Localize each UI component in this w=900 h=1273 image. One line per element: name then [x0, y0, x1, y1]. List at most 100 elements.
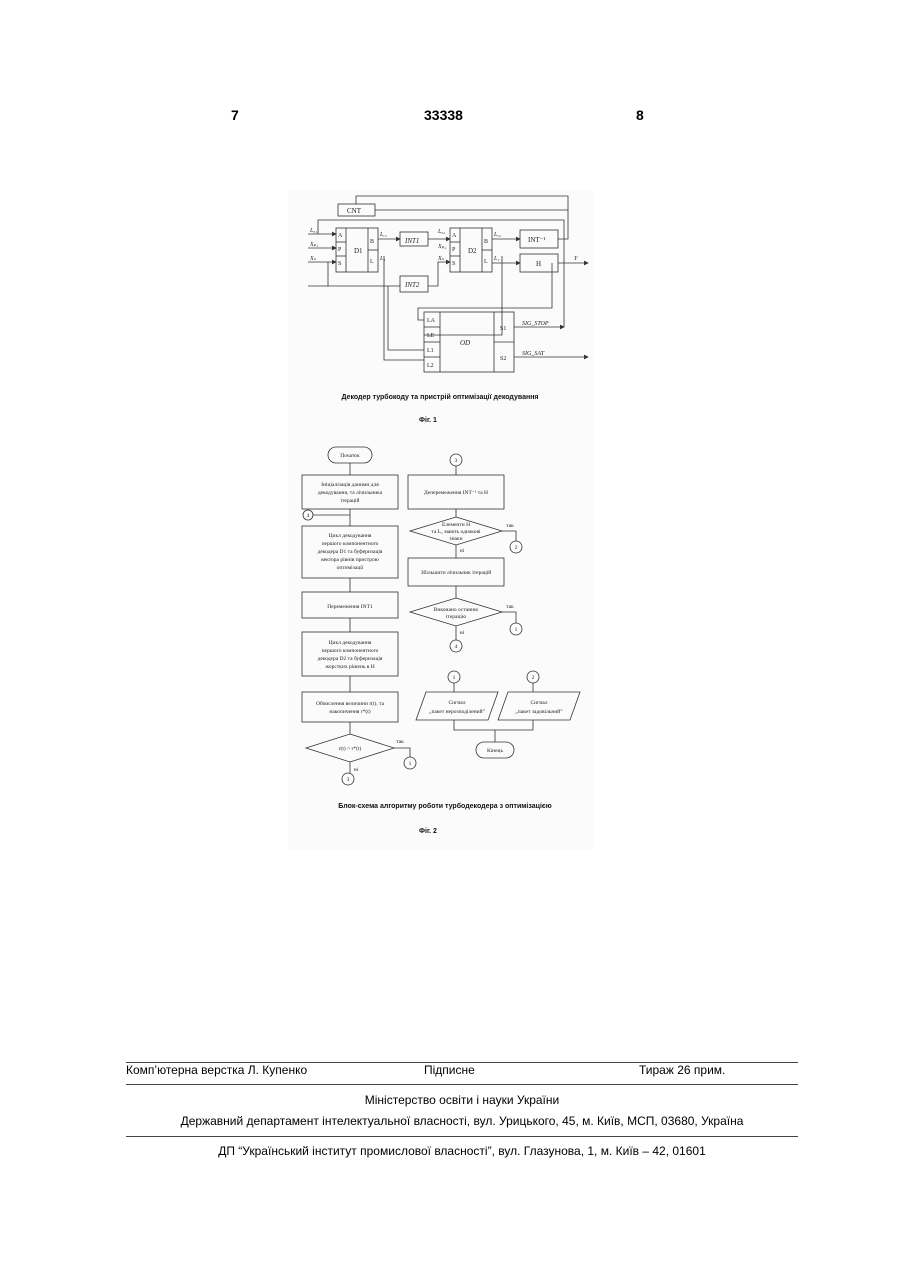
fc-decode1-line5: оптимізації [337, 565, 364, 571]
fc-decision2-line1: Елементи H [442, 522, 470, 528]
fc-decode2-line4: жорстких рішень в H [324, 664, 375, 670]
od-port-l2: L2 [427, 363, 434, 369]
footer-typesetting: Комп’ютерна верстка Л. Купенко [126, 1063, 307, 1077]
fc-decision1-yes: так [396, 739, 404, 745]
patent-number: 33338 [424, 107, 463, 123]
d2-port-p: P [452, 247, 456, 253]
fc-end-text: Кінець [487, 748, 504, 754]
signal-l2: L₂ [493, 256, 499, 262]
signal-xp1: Xₚ₁ [309, 242, 318, 248]
d2-port-b: B [484, 239, 488, 245]
int-inverse-label: INT⁻¹ [528, 236, 545, 244]
fc-signal2-line2: „пакет задовільний” [515, 708, 563, 715]
signal-le2: Lₑ₂ [493, 232, 501, 238]
fc-decision3-line2: ітерацію [446, 614, 466, 620]
fc-compute-line1: Обчислення величини r(t), та [316, 700, 385, 707]
fc-signal1-line1: Сигнал [448, 700, 465, 706]
fc-decision2-no: ні [460, 548, 465, 554]
fc-decode1-line2: першого компонентного [322, 541, 379, 547]
od-port-s2: S2 [500, 356, 506, 362]
connector-4-right-text: 4 [455, 644, 458, 650]
footer-publisher: ДП “Український інститут промислової вла… [126, 1144, 798, 1158]
od-port-s1: S1 [500, 326, 506, 332]
fc-decode2-line3: декодера D2 та буферизація [318, 655, 383, 662]
signal-sat: SIG_SAT [522, 351, 545, 357]
fc-start-text: Початок [340, 453, 360, 459]
fc-decision2-line2: та L₁ мають однакові [431, 529, 481, 535]
fc-signal2 [498, 692, 580, 720]
connector-2-right-text: 2 [515, 545, 518, 551]
footer-rule-bottom [126, 1136, 798, 1137]
fc-init-line3: ітерацій [341, 497, 360, 504]
fc-increment-text: Збільшити лічильник ітерацій [421, 569, 491, 576]
d1-port-b: B [370, 239, 374, 245]
fc-signal1 [416, 692, 498, 720]
signal-le1: Lₑ₁ [379, 232, 387, 238]
connector-3-left-text: 3 [347, 777, 350, 783]
fc-decode1-line4: вектора рівнів пристрою [321, 557, 379, 563]
d1-port-s: S [338, 261, 341, 267]
fc-signal2-line1: Сигнал [530, 700, 547, 706]
figure2-caption: Блок-схема алгоритму роботи турбодекодер… [338, 802, 552, 810]
d1-port-a: A [338, 233, 343, 239]
signal-stop: SIG_STOP [522, 321, 549, 327]
d1-port-p: P [338, 247, 342, 253]
signal-y: Y [574, 256, 578, 262]
signal-xp2: Xₚ₂ [437, 244, 446, 250]
od-label: OD [460, 339, 470, 347]
footer-ministry: Міністерство освіти і науки України [126, 1093, 798, 1107]
od-port-le: LE [427, 333, 435, 339]
footer-department: Державний департамент інтелектуальної вл… [126, 1114, 798, 1128]
d2-port-s: S [452, 261, 455, 267]
fc-decision1-text: r(t) > r*(t) [339, 745, 362, 752]
figure2-label: Фіг. 2 [419, 827, 437, 835]
d1-label: D1 [354, 247, 363, 255]
figure1-label: Фіг. 1 [419, 416, 437, 424]
figure1-caption: Декодер турбокоду та пристрій оптимізаці… [341, 393, 538, 401]
d2-port-l: L [484, 259, 488, 265]
page-number-left: 7 [231, 107, 239, 123]
d2-port-a: A [452, 233, 457, 239]
figures-svg: CNT D1 INT1 D2 INT⁻¹ H INT2 OD A P S B L… [288, 190, 593, 850]
fc-decode1-line3: декодера D1 та буферизація [318, 548, 383, 555]
fc-decode1-line1: Цикл декодування [329, 533, 372, 539]
fc-decision1-no: ні [354, 767, 359, 773]
signal-la2: Lₐ₂ [437, 229, 445, 235]
connector-1-right-text: 1 [515, 627, 518, 633]
connector-3-right-text: 3 [455, 458, 458, 464]
fc-signal1-line2: „пакет нерозподілений” [429, 708, 486, 715]
cnt-label: CNT [347, 207, 362, 215]
od-port-l1: L1 [427, 348, 434, 354]
od-port-la: LA [427, 318, 436, 324]
signal-xs: Xₛ [309, 256, 317, 262]
fc-compute-line2: накопичення r*(t) [329, 708, 370, 715]
d2-label: D2 [468, 247, 477, 255]
page-number-right: 8 [636, 107, 644, 123]
fc-init-line2: декодування, та лічильника [318, 490, 383, 496]
scanned-figures: CNT D1 INT1 D2 INT⁻¹ H INT2 OD A P S B L… [288, 190, 593, 850]
fc-decision3-no: ні [460, 630, 465, 636]
footer-signed: Підписне [424, 1063, 475, 1077]
connector-1-left-text: 1 [409, 761, 412, 767]
fc-decode2-line1: Цикл декодування [329, 640, 372, 646]
footer-rule-middle [126, 1084, 798, 1085]
d1-port-l: L [370, 259, 374, 265]
fc-decision2-yes: так [506, 523, 514, 529]
fc-decision2-line3: знаки [449, 536, 462, 542]
int1-label: INT1 [404, 237, 419, 245]
signal-la1: Lₐ₁ [309, 228, 317, 234]
fc-decode2-line2: першого компонентного [322, 648, 379, 654]
signal-l1: L₁ [379, 256, 385, 262]
fc-decision3-line1: Виконано останню [434, 607, 478, 613]
connector-1-bottom-text: 1 [453, 675, 456, 681]
signal-xs2: Xₛ [437, 256, 445, 262]
fc-deinterleave-text: Деперемеження INT⁻¹ та H [424, 490, 488, 496]
h-label: H [536, 260, 541, 268]
connector-4-left-text: 4 [307, 513, 310, 519]
fc-decision3-yes: так [506, 604, 514, 610]
int2-label: INT2 [404, 281, 420, 289]
connector-2-bottom-text: 2 [532, 675, 535, 681]
footer-circulation: Тираж 26 прим. [639, 1063, 725, 1077]
fc-interleave-text: Перемеження INT1 [327, 604, 373, 610]
fc-init-line1: Ініціалізація даними для [321, 482, 379, 488]
